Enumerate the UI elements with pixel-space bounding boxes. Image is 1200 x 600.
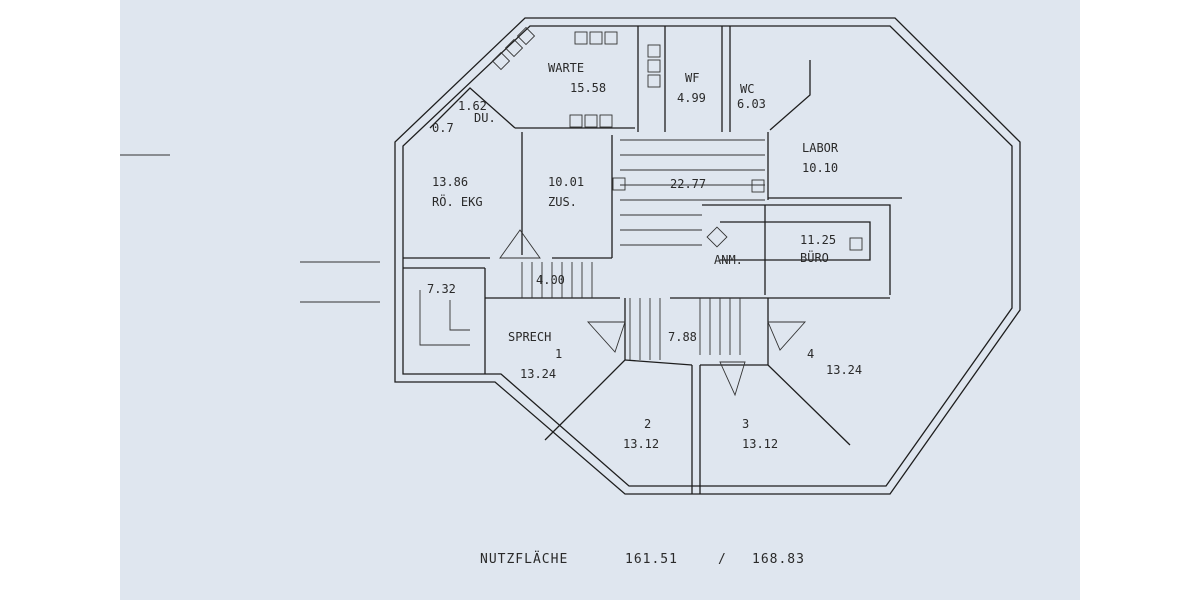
outer-walls (394, 17, 1021, 495)
chair (604, 31, 618, 45)
labor-area: 10.10 (802, 161, 838, 175)
sprech-number: 1 (555, 347, 562, 361)
sprech-name: SPRECH (508, 330, 551, 344)
sink (751, 179, 765, 193)
room4-area: 13.24 (826, 363, 862, 377)
paper-sheet: WARTE 15.58 WF 4.99 WC 6.03 1.62 DU. 0.7… (120, 0, 1080, 600)
outer-wall-outer-line (394, 17, 1021, 495)
wc-name: WC (740, 82, 754, 96)
wall-room3-north (700, 364, 851, 446)
interior-walls (403, 26, 902, 494)
wall-sprech-east (544, 298, 626, 441)
desk-item (849, 237, 863, 251)
chair (504, 38, 524, 58)
column (612, 177, 626, 191)
du-name: DU. (474, 111, 496, 125)
du-area: 1.62 (458, 99, 487, 113)
chair (589, 31, 603, 45)
stair-treads (419, 139, 765, 360)
room2-area: 13.12 (623, 437, 659, 451)
footer-value-1: 161.51 (625, 552, 678, 567)
roe-name: RÖ. EKG (432, 193, 483, 209)
chair (491, 51, 511, 71)
stair-lower-left (521, 262, 593, 298)
door-wedges (499, 229, 807, 397)
chair (647, 44, 661, 58)
stair-center (629, 298, 741, 360)
side-marks (120, 154, 380, 303)
buero-area: 11.25 (800, 233, 836, 247)
chair (647, 74, 661, 88)
room4-number: 4 (807, 347, 814, 361)
stair-area: 7.32 (427, 282, 456, 296)
room3-number: 3 (742, 417, 749, 431)
footer-label: NUTZFLÄCHE (480, 551, 568, 567)
footer-value-2: 168.83 (752, 552, 805, 567)
chair (584, 114, 598, 128)
zus-name: ZUS. (548, 195, 577, 209)
wf-area: 4.99 (677, 91, 706, 105)
wc-area: 6.03 (737, 97, 766, 111)
furniture (491, 26, 863, 251)
footer-separator: / (718, 552, 727, 567)
chair (647, 59, 661, 73)
chair (569, 114, 583, 128)
door-wedge-3 (499, 229, 541, 259)
door-wedge-1 (586, 321, 626, 353)
chair (574, 31, 588, 45)
warte-area: 15.58 (570, 81, 606, 95)
outer-wall-inner-line (402, 25, 1013, 487)
room-labels: WARTE 15.58 WF 4.99 WC 6.03 1.62 DU. 0.7… (427, 61, 862, 451)
buero-name: BÜRO (800, 249, 829, 265)
zus-area: 10.01 (548, 175, 584, 189)
wall-room23-split (691, 365, 701, 494)
floor-plan: WARTE 15.58 WF 4.99 WC 6.03 1.62 DU. 0.7… (120, 17, 1021, 567)
door-wedge-4 (719, 361, 746, 397)
door-wedge-2 (767, 321, 807, 351)
center-area: 7.88 (668, 330, 697, 344)
wf-name: WF (685, 71, 699, 85)
warte-name: WARTE (548, 61, 584, 75)
labor-name: LABOR (802, 141, 839, 155)
hall-area: 22.77 (670, 177, 706, 191)
corridor-area: 4.00 (536, 273, 565, 287)
stair-hall (620, 139, 765, 246)
footer: NUTZFLÄCHE 161.51 / 168.83 (480, 551, 805, 567)
wall-wc-east (769, 60, 811, 131)
anm-name: ANM. (714, 253, 743, 267)
wall-room2-north (624, 359, 693, 366)
stair-room-7-32 (419, 290, 470, 346)
wall-anm-counter (720, 221, 871, 261)
room2-number: 2 (644, 417, 651, 431)
sprech-area: 13.24 (520, 367, 556, 381)
wall-du (429, 87, 516, 129)
room3-area: 13.12 (742, 437, 778, 451)
chair (516, 26, 536, 46)
roe-area: 13.86 (432, 175, 468, 189)
chair (599, 114, 613, 128)
small-area: 0.7 (432, 121, 454, 135)
desk-item (706, 226, 728, 248)
margin-line (120, 154, 380, 303)
